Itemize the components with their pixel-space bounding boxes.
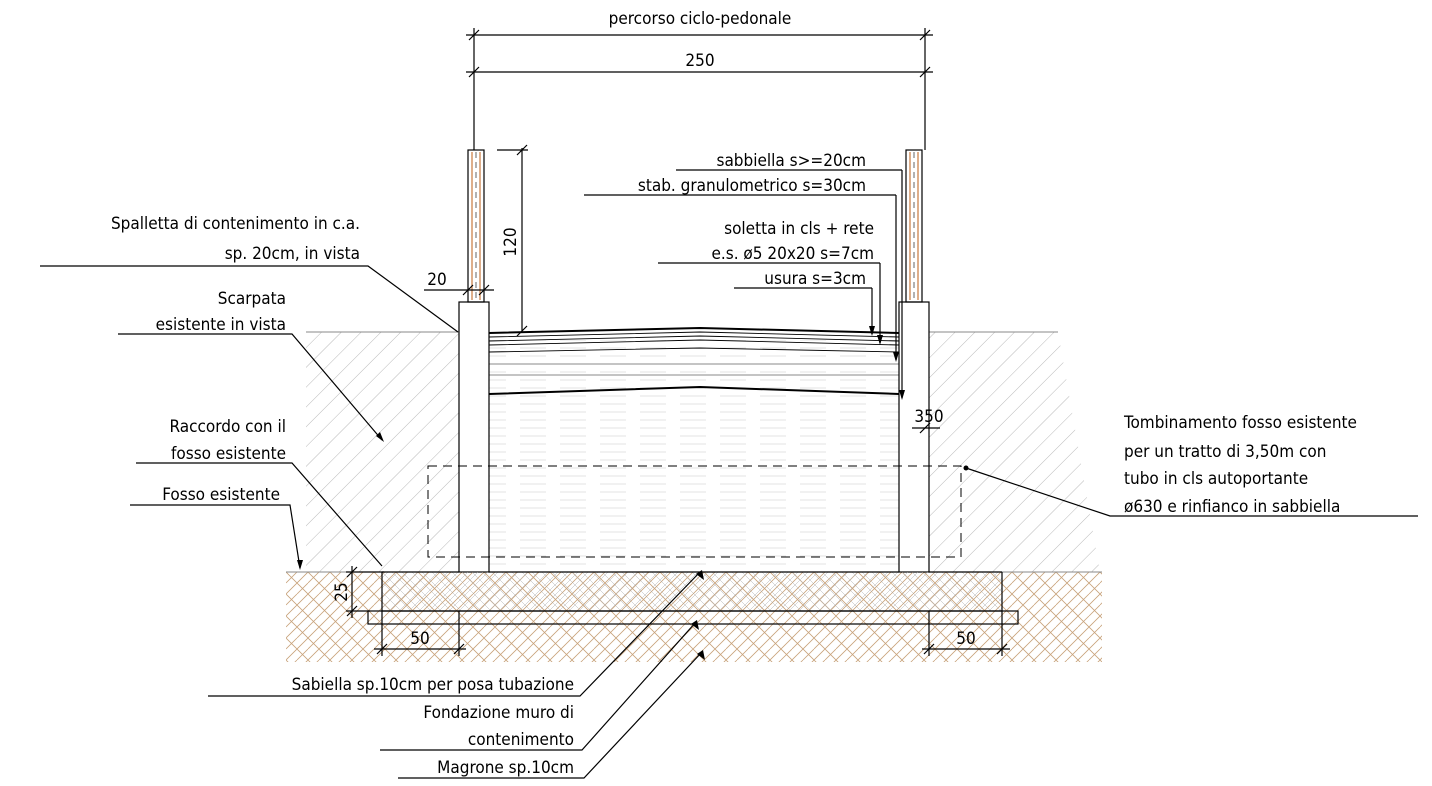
layer-slab-label-2: e.s. ø5 20x20 s=7cm (711, 244, 874, 264)
dimension-50-left (374, 611, 466, 656)
pavement-package (488, 326, 900, 572)
dimension-railing-height (497, 144, 528, 337)
left-leaders (40, 265, 459, 570)
junction-label-1: Raccordo con il (169, 417, 286, 437)
retaining-wall-right (898, 301, 930, 573)
retaining-wall-left (458, 301, 490, 573)
ditch-label: Fosso esistente (162, 485, 280, 505)
culvert-label-4: ø630 e rinfianco in sabbiella (1124, 497, 1340, 517)
railing-post-right (905, 149, 923, 303)
slope-label-2: esistente in vista (156, 315, 286, 335)
dimension-path-width (466, 28, 933, 150)
dim-50-right-label: 50 (956, 629, 975, 649)
junction-label-2: fosso esistente (171, 444, 286, 464)
wall-foundation (381, 571, 1003, 612)
railing-post-left (467, 149, 485, 303)
dim-350-label: 350 (914, 407, 943, 427)
dim-25-label: 25 (332, 582, 352, 601)
dimension-50-right (922, 611, 1010, 656)
culvert-pipe-outline (427, 465, 962, 558)
path-title-label: percorso ciclo-pedonale (609, 9, 792, 29)
layer-leaders (584, 169, 905, 400)
dim-50-left-label: 50 (410, 629, 429, 649)
foundation-label-1: Fondazione muro di (423, 703, 574, 723)
dimension-wall-thickness (424, 284, 494, 296)
wall-thickness-label: 20 (427, 270, 446, 290)
height-dimension-label: 120 (501, 227, 521, 256)
layer-stab-label: stab. granulometrico s=30cm (638, 176, 866, 196)
wall-label-2: sp. 20cm, in vista (225, 244, 360, 264)
existing-slope-soil (306, 331, 1100, 572)
width-dimension-label: 250 (685, 51, 714, 71)
layer-slab-label-1: soletta in cls + rete (724, 219, 874, 239)
dimension-25 (346, 566, 384, 618)
wall-label-1: Spalletta di contenimento in c.a. (111, 214, 360, 234)
culvert-label-1: Tombinamento fosso esistente (1123, 413, 1357, 433)
dimension-350 (912, 422, 940, 434)
culvert-label-3: tubo in cls autoportante (1124, 469, 1308, 489)
sand-bed-label: Sabiella sp.10cm per posa tubazione (292, 675, 574, 695)
foundation-label-2: contenimento (468, 730, 574, 750)
culvert-label-2: per un tratto di 3,50m con (1124, 442, 1326, 462)
culvert-leader (963, 465, 1418, 517)
slope-label-1: Scarpata (218, 289, 286, 309)
layer-sand-label: sabbiella s>=20cm (716, 151, 866, 171)
bottom-leaders (208, 570, 705, 779)
lean-concrete-label: Magrone sp.10cm (437, 758, 574, 778)
layer-wear-label: usura s=3cm (764, 269, 866, 289)
